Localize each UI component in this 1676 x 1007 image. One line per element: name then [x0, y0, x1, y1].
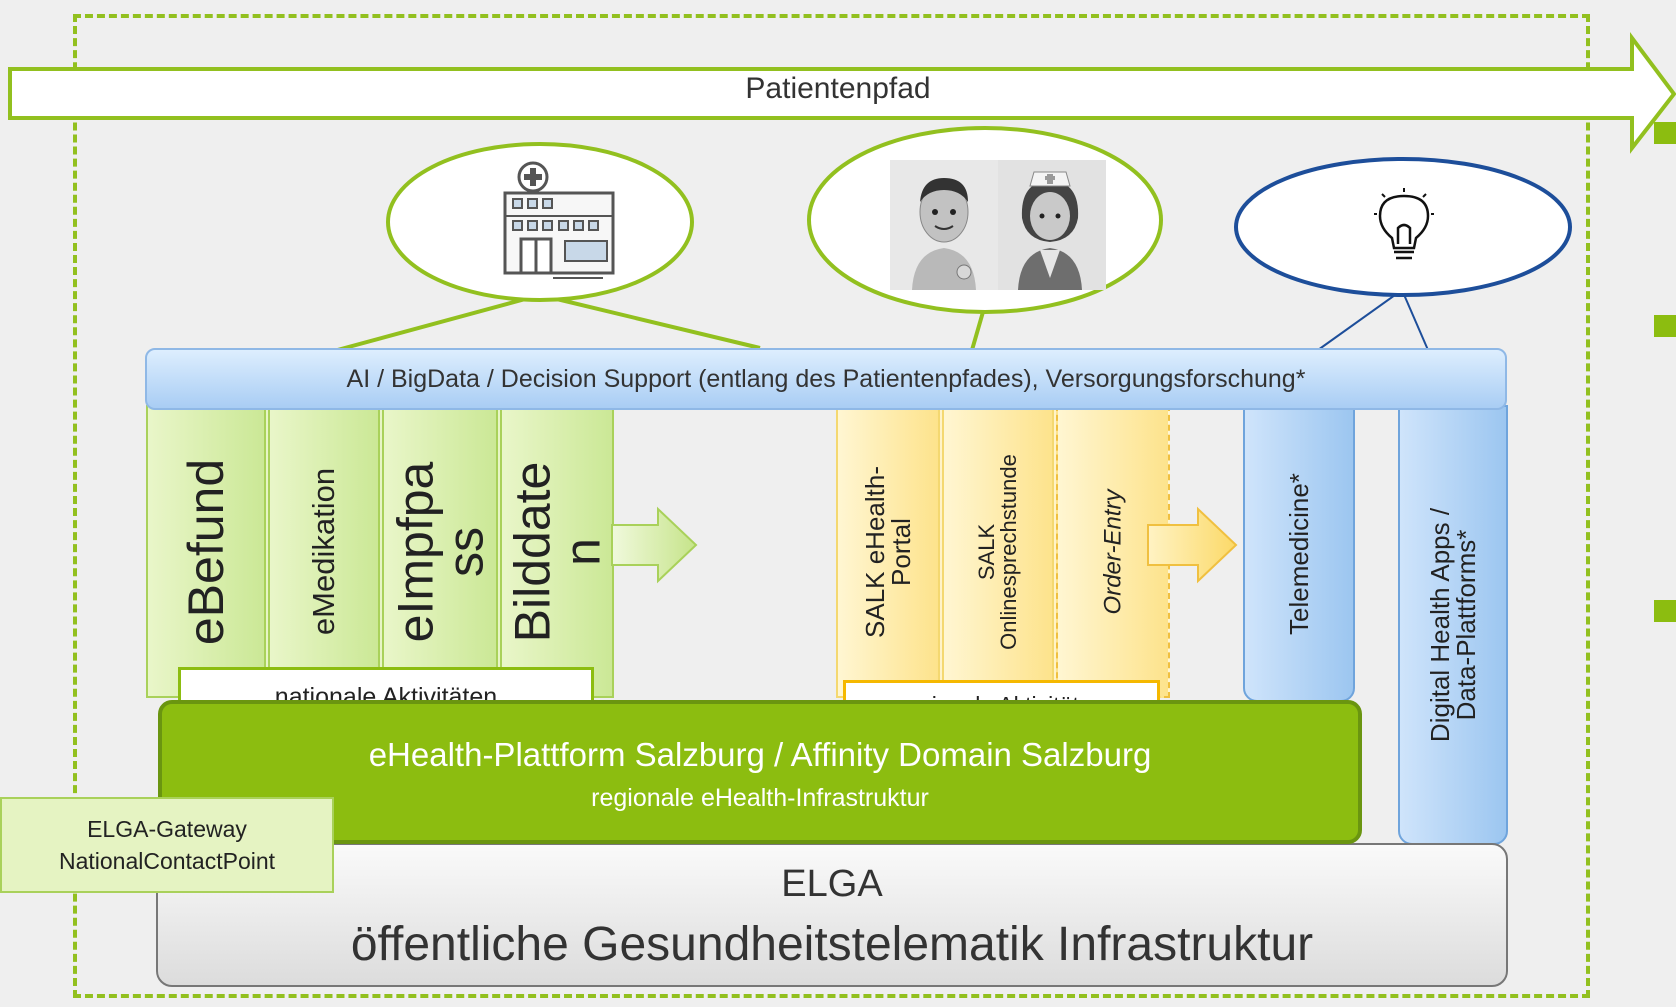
column-bilddaten-label: Bilddate n: [504, 461, 611, 642]
elga-infrastructure-box: ELGA öffentliche Gesundheitstelematik In…: [156, 843, 1508, 987]
column-telemedicine-label: Telemedicine*: [1284, 472, 1314, 635]
column-emedikation-label: eMedikation: [306, 467, 342, 636]
patient-path-arrow: [8, 32, 1676, 154]
green-right-arrow: [611, 506, 698, 584]
column-emedikation: eMedikation: [268, 405, 380, 698]
column-salk-ehealth-portal: SALK eHealth- Portal: [836, 405, 940, 698]
column-ebefund-label: eBefund: [178, 458, 234, 645]
gateway-line-1: ELGA-Gateway: [87, 816, 247, 842]
column-bilddaten: Bilddate n: [500, 405, 614, 698]
ehealth-platform-salzburg: eHealth-Plattform Salzburg / Affinity Do…: [158, 700, 1362, 844]
gateway-line-2: NationalContactPoint: [58, 848, 276, 874]
ai-bigdata-bar: AI / BigData / Decision Support (entlang…: [145, 348, 1507, 410]
platform-subtitle: regionale eHealth-Infrastruktur: [591, 784, 929, 812]
column-salk-onlinesprechstunde: SALK Onlinesprechstunde: [942, 405, 1054, 698]
bullet-marker: [1654, 122, 1676, 144]
doctor-nurse-icon: [890, 160, 1106, 290]
column-ebefund: eBefund: [146, 405, 266, 698]
column-telemedicine: Telemedicine*: [1243, 405, 1355, 702]
column-eimpfpass-label: eImpfpa ss: [387, 461, 494, 642]
elga-gateway-box: ELGA-Gateway NationalContactPoint: [0, 797, 334, 893]
column-salk-onlinesprechstunde-label: SALK Onlinesprechstunde: [974, 453, 1021, 650]
yellow-right-arrow: [1147, 506, 1238, 584]
outer-dashed-frame: [73, 14, 1590, 998]
column-digital-health-apps: Digital Health Apps / Data-Plattforms*: [1398, 405, 1508, 845]
elga-subtitle: öffentliche Gesundheitstelematik Infrast…: [350, 918, 1314, 971]
bubble-connectors: [329, 126, 1572, 354]
bullet-marker: [1654, 315, 1676, 337]
lightbulb-icon: [1374, 188, 1434, 260]
column-digital-health-apps-label: Digital Health Apps / Data-Plattforms*: [1425, 507, 1482, 743]
column-order-entry-label: Order-Entry: [1099, 489, 1127, 614]
column-salk-ehealth-portal-label: SALK eHealth- Portal: [860, 465, 917, 638]
patient-path-label: Patientenpfad: [745, 72, 931, 105]
platform-title: eHealth-Plattform Salzburg / Affinity Do…: [368, 736, 1152, 773]
bullet-marker: [1654, 600, 1676, 622]
elga-title: ELGA: [781, 863, 883, 905]
hospital-building-icon: [503, 161, 615, 279]
column-eimpfpass: eImpfpa ss: [382, 405, 498, 698]
